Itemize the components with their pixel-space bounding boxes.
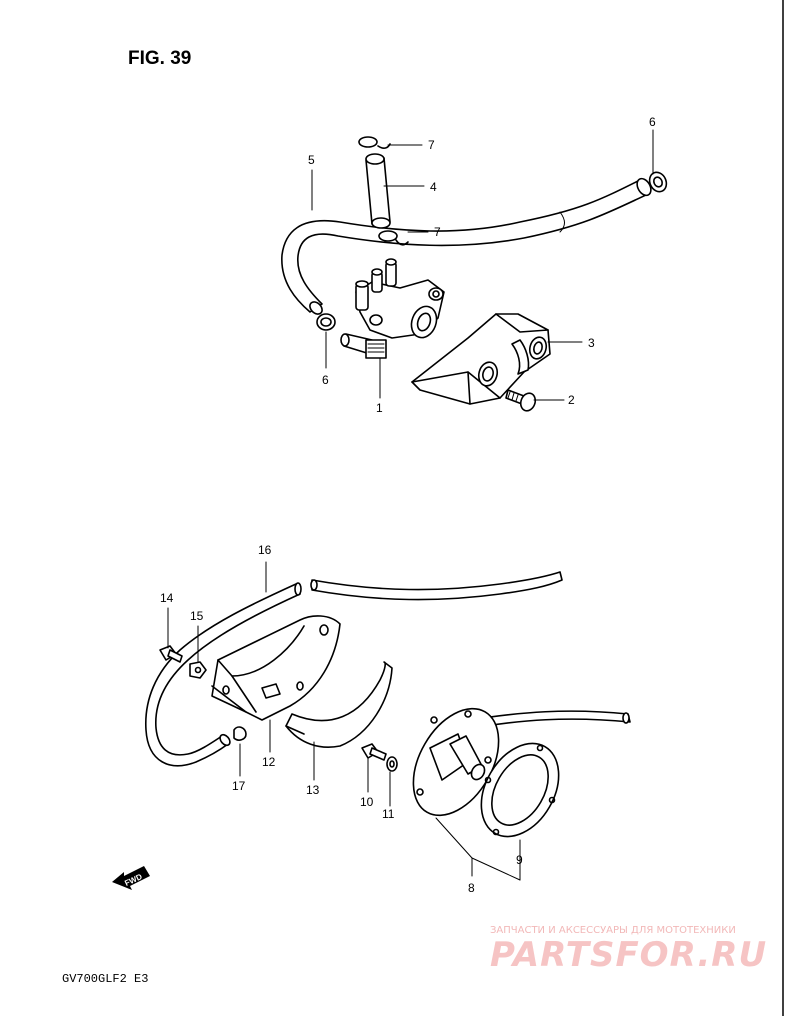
clip-17	[233, 726, 247, 741]
callout-9: 9	[516, 853, 523, 867]
fuel-cock-1	[340, 258, 445, 359]
callout-3: 3	[588, 336, 595, 350]
fwd-label: FWD	[123, 872, 144, 888]
callout-6-right: 6	[649, 115, 656, 129]
callout-labels: 1 2 3 4 5 6 6 7 7 8 9 10 11 12 13 14 15 …	[160, 115, 656, 895]
watermark-tagline: ЗАПЧАСТИ И АКСЕССУАРЫ ДЛЯ МОТОТЕХНИКИ	[490, 925, 736, 936]
hose-clip-7-bottom	[378, 230, 409, 246]
callout-10: 10	[360, 795, 374, 809]
watermark: ЗАПЧАСТИ И АКСЕССУАРЫ ДЛЯ МОТОТЕХНИКИ PA…	[490, 925, 767, 975]
callout-5: 5	[308, 153, 315, 167]
callout-14: 14	[160, 591, 174, 605]
callout-16: 16	[258, 543, 272, 557]
fuel-cock-bracket-3	[411, 313, 551, 405]
callout-17: 17	[232, 779, 246, 793]
callout-13: 13	[306, 783, 320, 797]
fuel-sender-8	[412, 707, 631, 817]
leader-lines	[167, 129, 654, 881]
model-code: GV700GLF2 E3	[62, 972, 148, 986]
callout-11: 11	[382, 807, 395, 821]
callout-6-left: 6	[322, 373, 329, 387]
fuel-hose-5	[281, 177, 652, 315]
callout-7-bottom: 7	[434, 225, 441, 239]
vent-hose-4	[365, 153, 391, 229]
watermark-logo: PARTSFOR.RU	[490, 935, 767, 975]
gasket-9	[480, 742, 560, 838]
callout-15: 15	[190, 609, 204, 623]
figure-title: FIG. 39	[128, 48, 191, 69]
callout-2: 2	[568, 393, 575, 407]
callout-1: 1	[376, 401, 383, 415]
callout-7-top: 7	[428, 138, 435, 152]
fwd-arrow-icon: FWD	[112, 866, 150, 890]
washer-11	[386, 756, 398, 772]
bolt-14	[159, 645, 183, 663]
callout-12: 12	[262, 755, 276, 769]
callout-4: 4	[430, 180, 437, 194]
holder-lower-13	[285, 661, 393, 748]
hose-clip-7-top	[358, 136, 391, 149]
bolt-10	[361, 743, 387, 761]
screw-2	[505, 389, 537, 412]
hose-clamp-6-right	[648, 171, 668, 193]
hose-clamp-6-left	[316, 313, 336, 331]
callout-8: 8	[468, 881, 475, 895]
holder-plate-12	[211, 615, 341, 721]
nut-15	[189, 661, 207, 679]
